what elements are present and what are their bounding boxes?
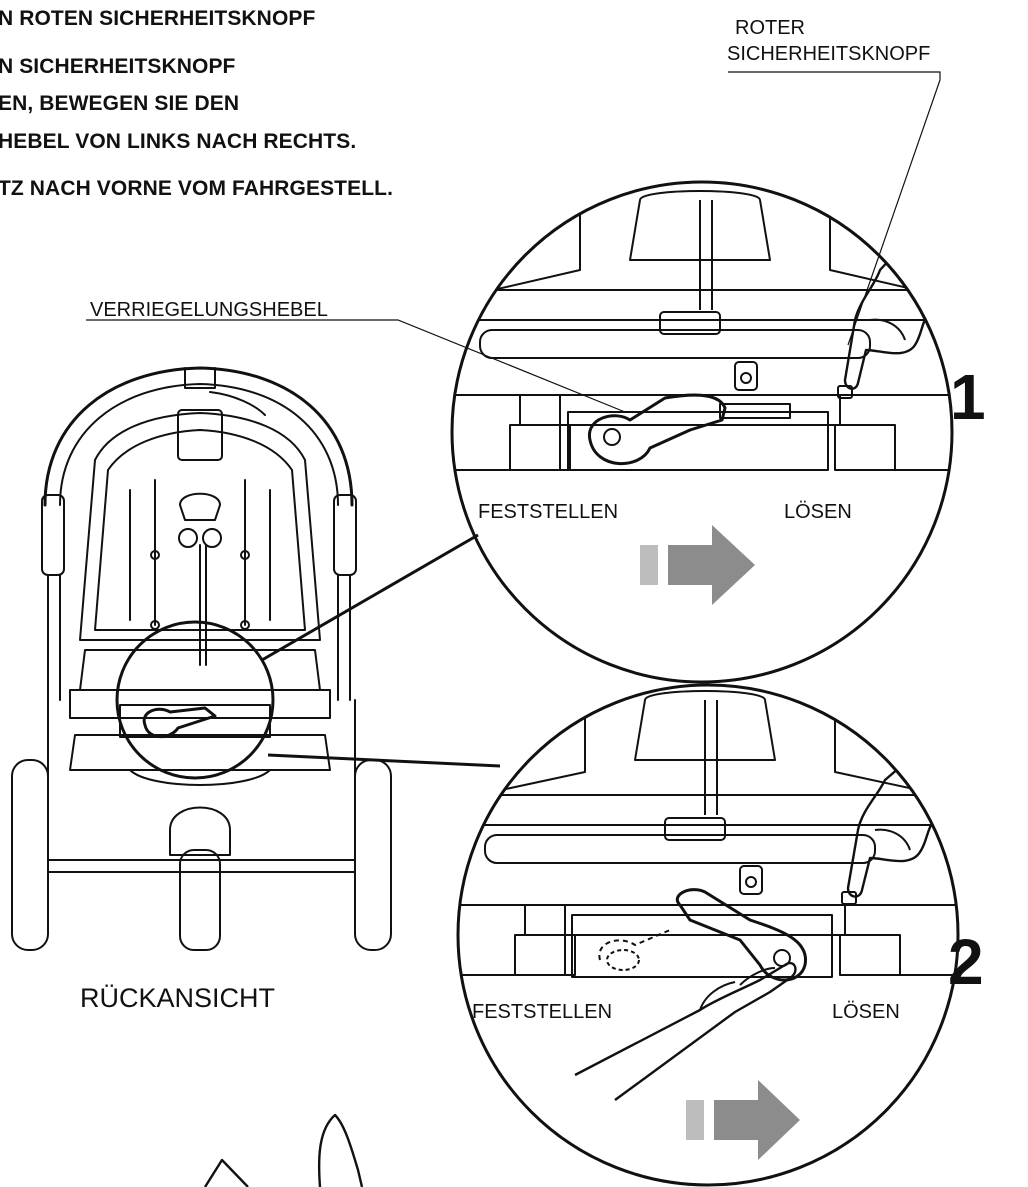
red-button-label-line-1: ROTER [735,17,805,39]
step2-arrow-right-icon [714,1080,800,1160]
step1-release-label: LÖSEN [784,501,852,523]
connector-line-step1 [261,533,479,662]
step1-arrow-right-icon [668,525,755,605]
locking-lever-leader-line [86,319,626,413]
step2-detail [456,683,960,1187]
instruction-line-1: N ROTEN SICHERHEITSKNOPF [0,7,316,30]
zoom-indicator-circle [115,620,275,780]
step1-number: 1 [950,361,986,433]
instruction-line-5: TZ NACH VORNE VOM FAHRGESTELL. [0,177,394,200]
step1-lock-label: FESTSTELLEN [478,501,619,523]
step1-detail [450,180,954,684]
connector-line-step2 [267,753,501,768]
instruction-line-3: EN, BEWEGEN SIE DEN [0,92,240,115]
locking-lever-label: VERRIEGELUNGSHEBEL [90,299,328,321]
step2-arrow-tail-icon [686,1100,704,1140]
step2-lock-label: FESTSTELLEN [472,1001,613,1023]
stroller-rear-view [11,366,392,951]
red-button-label-line-2: SICHERHEITSKNOPF [727,43,931,65]
red-button-leader-line [728,71,941,346]
rear-view-label: RÜCKANSICHT [80,983,276,1013]
step1-arrow-tail-icon [640,545,658,585]
partial-hand-bottom [203,1113,364,1187]
instruction-line-4: HEBEL VON LINKS NACH RECHTS. [0,130,357,153]
instruction-line-2: N SICHERHEITSKNOPF [0,55,236,78]
step2-release-label: LÖSEN [832,1001,900,1023]
